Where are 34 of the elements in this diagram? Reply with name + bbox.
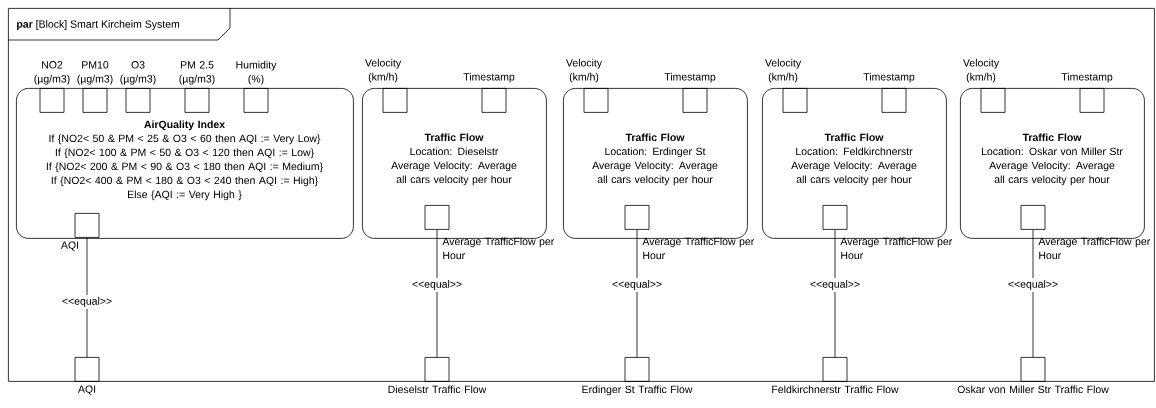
port-label: Timestamp [863, 72, 915, 83]
edge-label: <<equal>> [409, 278, 465, 292]
port-label: Erdinger St Traffic Flow [582, 385, 693, 396]
port-label: NO2 (µg/m3) [34, 61, 70, 85]
port-label: Average TrafficFlow per Hour [442, 237, 555, 260]
port-label: Timestamp [463, 72, 515, 83]
port-label: Feldkirchnerstr Traffic Flow [772, 385, 899, 394]
port-label: Average TrafficFlow per Hour [642, 237, 755, 260]
port-label: Velocity (km/h) [764, 58, 802, 83]
connector-line [636, 229, 638, 358]
block-box: AirQuality Index If {NO2< 50 & PM < 25 & O3 < 60 then AQI := Very Low} If {NO2< 100 & PM < 50 & O3 < 120 then AQI := Low} If {NO2< 200 & PM < 90 & O3 < 180 then AQI := Medium} If {NO2< 400 & PM < 180 & O3 < 240 then AQI := High} Else {AQI := Very High } [16, 88, 354, 239]
port-label: Velocity (km/h) [962, 58, 1000, 83]
edge-label: <<equal>> [1005, 278, 1061, 292]
port-label: Velocity (km/h) [364, 58, 402, 83]
connector-line [834, 229, 836, 358]
port-label: PM10 (µg/m3) [77, 61, 113, 85]
edge-label: <<equal>> [807, 278, 863, 292]
port-label: Oskar von Miller Str Traffic Flow [957, 385, 1109, 394]
port-label: AQI [78, 385, 96, 395]
edge-label: <<equal>> [59, 295, 115, 309]
port-label: Humidity (%) [236, 60, 277, 85]
connector-line [86, 237, 88, 358]
port-label: Dieselstr Traffic Flow [388, 385, 487, 394]
port-label: Timestamp [1061, 72, 1113, 83]
port-label: PM 2.5 (µg/m3) [179, 61, 215, 85]
port-label: Velocity (km/h) [565, 58, 603, 83]
port-label: AQI [61, 241, 79, 251]
connector-line [436, 229, 438, 358]
edge-label: <<equal>> [609, 278, 665, 292]
port-label: Timestamp [664, 72, 716, 83]
port-label: Average TrafficFlow per Hour [840, 237, 953, 260]
connector-line [1032, 229, 1034, 358]
port-label: O3 (µg/m3) [120, 61, 156, 85]
port-label: Average TrafficFlow per Hour [1038, 237, 1151, 260]
